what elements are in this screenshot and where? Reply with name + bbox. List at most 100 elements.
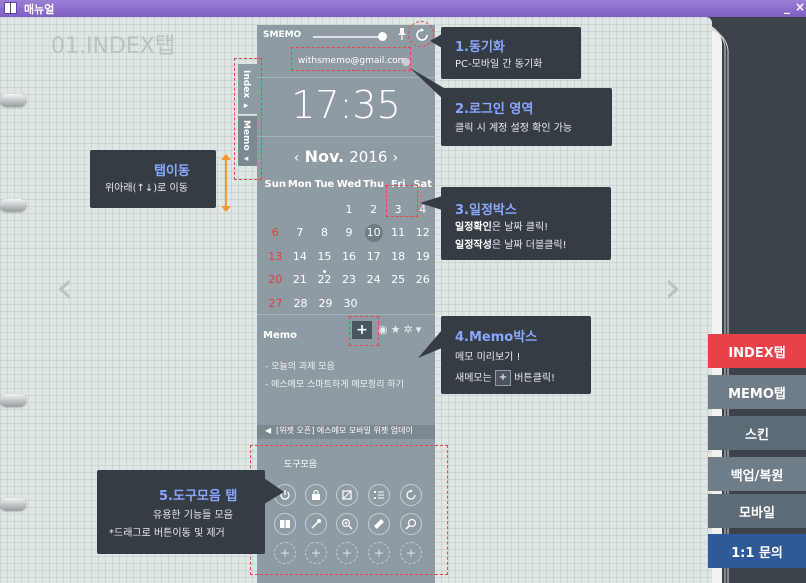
capture-tool-button[interactable]: [336, 484, 358, 506]
plus-icon: [281, 549, 289, 557]
calendar-day[interactable]: 23: [342, 273, 357, 286]
weekday-label: Mon: [287, 179, 312, 190]
highlight-memo-add: [349, 316, 379, 346]
calendar-day[interactable]: 20: [268, 273, 283, 286]
refresh-tool-button[interactable]: [400, 484, 422, 506]
empty-tool-slot[interactable]: [368, 542, 390, 564]
news-ticker[interactable]: ◀[위젯 오픈] 에스메모 모바일 위젯 업데이: [257, 425, 435, 439]
account-settings-icon[interactable]: [402, 58, 410, 66]
right-tab-label: 1:1 문의: [731, 545, 783, 561]
empty-tool-slot[interactable]: [274, 542, 296, 564]
close-button[interactable]: ×: [795, 0, 806, 14]
right-tab-backup[interactable]: 백업/복원: [708, 457, 806, 491]
login-email[interactable]: withsmemo@gmail.com: [298, 56, 407, 66]
calendar-day[interactable]: 12: [415, 226, 430, 239]
calendar-day[interactable]: 26: [415, 273, 430, 286]
right-tab-inquiry[interactable]: 1:1 문의: [708, 534, 806, 568]
highlight-side-tabs: [234, 58, 262, 180]
calendar-day[interactable]: 6: [271, 226, 279, 239]
opacity-slider[interactable]: [313, 36, 385, 38]
calendar-day[interactable]: 25: [391, 273, 406, 286]
memo-toolbar: ◉★✲▾: [378, 323, 424, 336]
next-page-arrow[interactable]: ›: [664, 262, 682, 313]
prev-page-arrow[interactable]: ‹: [56, 262, 74, 313]
zoom-tool-button[interactable]: [336, 513, 358, 535]
calendar-day[interactable]: 30: [343, 296, 358, 310]
binder-ring: [0, 394, 26, 406]
memo-list-item[interactable]: - 오늘의 과제 모음: [265, 362, 335, 372]
lock-tool-button[interactable]: [305, 484, 327, 506]
calendar-day[interactable]: 19: [415, 249, 430, 263]
star-icon[interactable]: ★: [390, 323, 404, 336]
calendar-day-today[interactable]: 10: [361, 224, 386, 250]
right-tab-label: 백업/복원: [730, 468, 784, 484]
weekday-label: Sun: [264, 179, 286, 190]
calendar-day[interactable]: 14: [292, 249, 307, 263]
calendar-day-with-event[interactable]: 22: [312, 270, 337, 297]
calendar-day[interactable]: 28: [293, 296, 308, 310]
calendar-day[interactable]: 7: [296, 226, 304, 239]
eye-icon[interactable]: ◉: [378, 323, 391, 336]
divider: [257, 136, 435, 137]
calendar-day[interactable]: 16: [342, 249, 357, 263]
highlight-schedule: [386, 185, 418, 217]
calendar-week: 6 7 8 9 10 11 12: [263, 224, 435, 250]
side-tab-index[interactable]: Index ▸: [238, 64, 257, 114]
search-tool-button[interactable]: [400, 513, 422, 535]
checklist-tool-button[interactable]: [368, 484, 390, 506]
right-tab-memo[interactable]: MEMO탭: [708, 375, 806, 409]
empty-tool-slot[interactable]: [336, 542, 358, 564]
calendar-day[interactable]: 21: [292, 273, 307, 286]
pin-icon[interactable]: [396, 27, 408, 41]
callout-login: 2.로그인 영역 클릭 시 계정 설정 확인 가능: [441, 88, 612, 146]
callout-pointer: [420, 196, 442, 210]
calendar-day[interactable]: 27: [268, 296, 283, 310]
add-memo-button[interactable]: +: [352, 321, 372, 339]
side-tab-memo-label: Memo ◂: [241, 120, 251, 164]
right-tab-mobile[interactable]: 모바일: [708, 494, 806, 528]
binder-ring: [0, 94, 26, 106]
prev-month-button[interactable]: ‹: [293, 150, 300, 166]
add-memo-button-example: +: [495, 370, 511, 386]
opacity-slider-knob[interactable]: [378, 32, 387, 41]
dictionary-tool-button[interactable]: [274, 513, 296, 535]
empty-tool-slot[interactable]: [400, 542, 422, 564]
side-tab-memo[interactable]: Memo ◂: [238, 116, 257, 166]
calendar-week: 27 28 29 30: [263, 297, 435, 321]
plus-icon: [312, 549, 320, 557]
calendar-day[interactable]: 8: [320, 226, 328, 239]
highlight-login: [291, 47, 411, 71]
calendar-day[interactable]: 29: [318, 296, 333, 310]
eyedropper-tool-button[interactable]: [305, 513, 327, 535]
calendar-day[interactable]: 17: [366, 249, 381, 263]
calendar-day[interactable]: 18: [391, 249, 406, 263]
calendar-day[interactable]: 11: [391, 226, 406, 239]
book-icon: [4, 2, 17, 14]
empty-tool-slot[interactable]: [305, 542, 327, 564]
calendar-day[interactable]: 3: [394, 202, 402, 216]
right-tab-label: 모바일: [739, 505, 775, 521]
right-tab-index[interactable]: INDEX탭: [708, 334, 806, 368]
book-icon: [280, 520, 290, 528]
speaker-icon: ◀: [265, 426, 272, 435]
calendar-day[interactable]: 15: [317, 249, 332, 263]
callout-memo: 4.Memo박스 메모 미리보기 ! 새메모는 + 버튼클릭!: [441, 316, 591, 394]
calendar-day[interactable]: 1: [345, 202, 353, 216]
next-month-button[interactable]: ›: [392, 150, 399, 166]
callout-title: 탭이동: [154, 164, 190, 179]
right-tab-skin[interactable]: 스킨: [708, 416, 806, 450]
gear-icon[interactable]: ✲▾: [403, 323, 425, 336]
calendar-day[interactable]: 9: [345, 226, 353, 239]
up-down-arrow-icon: [221, 154, 231, 212]
memo-box-title: Memo: [263, 330, 298, 341]
calendar-day[interactable]: 24: [366, 273, 381, 286]
memo-list-item[interactable]: - 에스메모 스마트하게 메모정리 하기: [265, 380, 404, 390]
ruler-tool-button[interactable]: [368, 513, 390, 535]
calendar-day[interactable]: 13: [268, 249, 283, 263]
power-icon: [280, 490, 290, 500]
side-tab-index-label: Index ▸: [241, 70, 251, 112]
minimize-button[interactable]: _: [784, 0, 790, 14]
calendar-day[interactable]: 2: [370, 202, 378, 216]
calendar-day[interactable]: 4: [419, 202, 427, 216]
callout-body: 유용한 기능들 모음: [153, 510, 233, 521]
